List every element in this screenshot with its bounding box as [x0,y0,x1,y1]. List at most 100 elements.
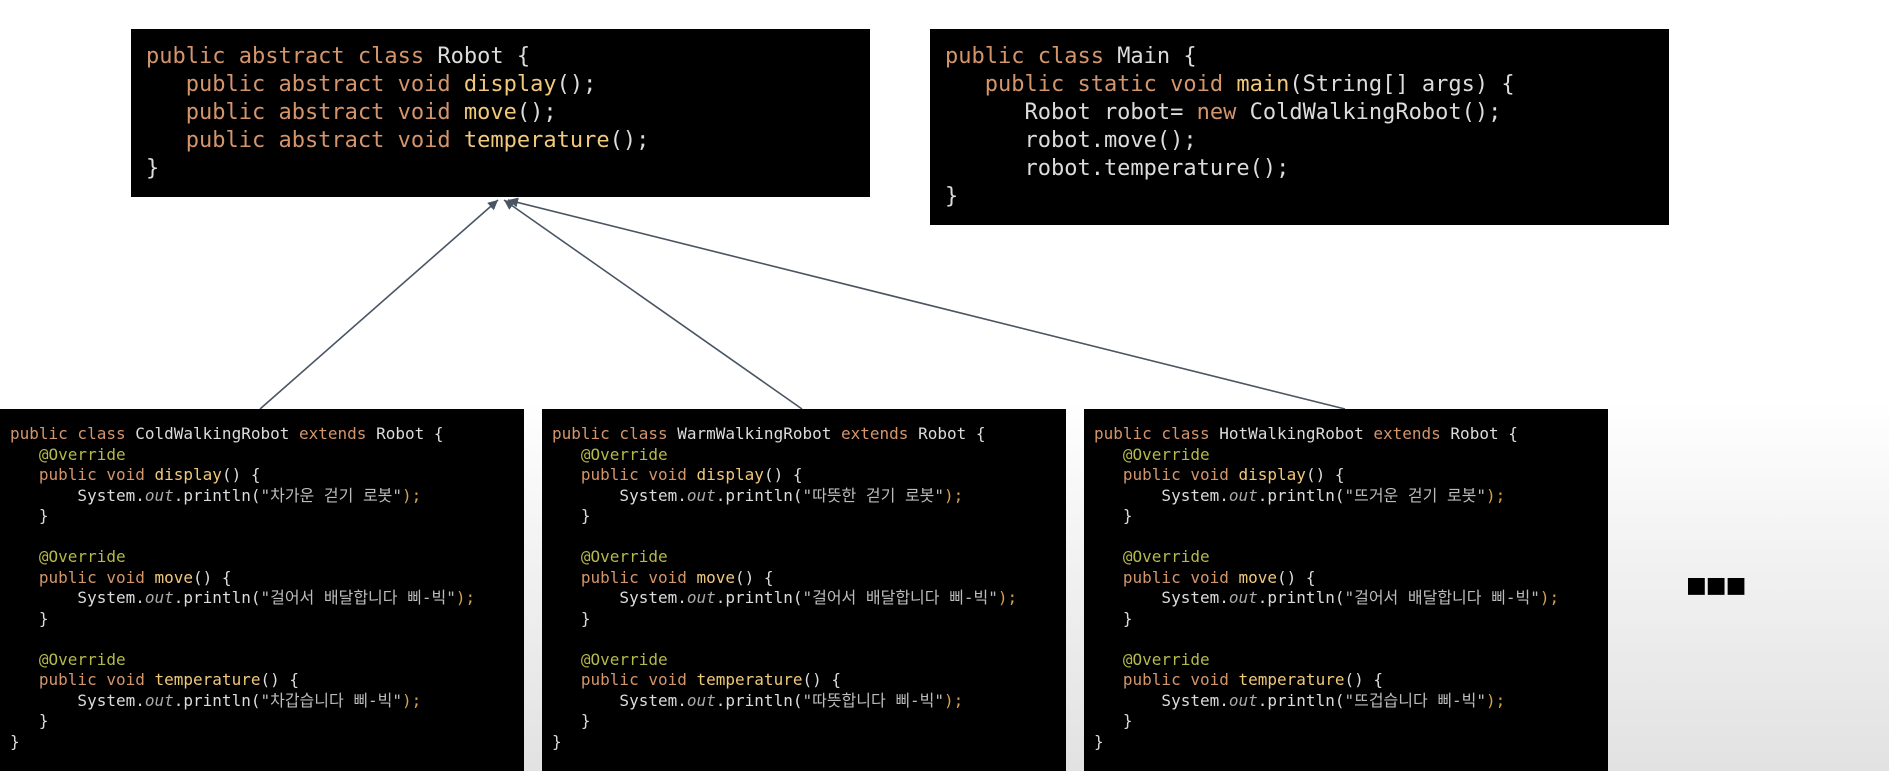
code-token: public void [552,567,697,587]
code-token: out [1228,485,1258,505]
code-line: System.out.println("뜨겁습니다 삐-빅"); [1094,691,1608,712]
code-token: } [10,608,49,628]
code-line: public void temperature() { [10,670,524,691]
code-line: System.out.println("뜨거운 걷기 로봇"); [1094,486,1608,507]
code-token: } [10,711,49,730]
code-line: System.out.println("따뜻한 걷기 로봇"); [552,486,1066,507]
code-line [10,629,524,650]
code-token: .println( [1257,690,1345,710]
code-token: () { [193,567,232,587]
code-token: "걸어서 배달합니다 삐-빅" [802,588,998,607]
code-token: .println( [173,690,261,710]
code-line: } [1094,506,1608,527]
code-token: ); [1486,690,1506,710]
code-token: public void [1094,670,1239,689]
code-line: public abstract void display(); [146,71,870,99]
code-line: @Override [10,547,524,568]
code-line: } [1094,711,1608,732]
code-line: System.out.println("따뜻합니다 삐-빅"); [552,691,1066,712]
code-token: main [1236,72,1290,97]
robot-class-box: public abstract class Robot { public abs… [131,29,870,197]
code-token: "차갑습니다 삐-빅" [260,690,403,710]
code-token: () { [802,670,841,689]
code-token: System. [552,690,687,710]
code-line: public void temperature() { [1094,670,1608,691]
code-token: robot.move(); [945,128,1197,153]
code-line: } [10,506,524,527]
code-line: System.out.println("차가운 걷기 로봇"); [10,486,524,507]
code-token: System. [1094,588,1229,607]
code-token: } [10,731,20,751]
code-line: System.out.println("걸어서 배달합니다 삐-빅"); [552,588,1066,609]
code-token: () { [763,465,803,484]
code-token: out [144,485,174,505]
code-token: public class [10,424,136,443]
code-token: } [552,608,591,628]
code-token: () { [735,567,774,587]
code-line: } [552,732,1066,753]
cold-walking-robot-box: public class ColdWalkingRobot extends Ro… [0,409,524,771]
code-token: (); [516,100,557,125]
code-token: move [1238,567,1278,587]
code-token: temperature [154,670,261,689]
code-line: public class ColdWalkingRobot extends Ro… [10,424,524,445]
code-token: out [686,485,716,505]
code-token: HotWalkingRobot [1219,424,1374,443]
code-token: display [696,465,764,484]
code-token: .println( [173,485,261,505]
code-token: System. [10,690,145,710]
code-token: } [1094,731,1104,751]
code-line: @Override [552,650,1066,671]
code-line: public void move() { [1094,568,1608,589]
code-token: Robot { [1450,424,1518,443]
code-token: move [154,567,194,587]
code-line: @Override [552,547,1066,568]
code-token: System. [10,588,145,607]
code-line: @Override [1094,650,1608,671]
code-token: public class [1094,424,1220,443]
code-line: public abstract void temperature(); [146,127,870,155]
code-line: public class WarmWalkingRobot extends Ro… [552,424,1066,445]
code-line [10,527,524,548]
code-token: @Override [552,444,668,464]
code-line [1094,527,1608,548]
code-line: } [146,155,870,183]
code-line: public void display() { [1094,465,1608,486]
code-token: extends [299,424,377,443]
code-token: @Override [10,547,126,566]
code-token: WarmWalkingRobot [677,424,841,443]
code-token: } [1094,608,1133,628]
code-token: Robot { [437,44,531,69]
code-line: public class Main { [945,43,1669,71]
code-line: } [10,609,524,630]
code-token: display [1238,465,1306,484]
code-token: temperature [463,128,610,153]
code-token: public void [10,670,155,689]
code-line [552,527,1066,548]
code-line: public void display() { [10,465,524,486]
code-token: extends [841,424,919,443]
code-token: "걸어서 배달합니다 삐-빅" [260,588,456,607]
code-token: @Override [10,649,126,669]
code-token: "따뜻합니다 삐-빅" [802,690,945,710]
code-token: out [686,690,716,710]
code-token: } [945,184,959,209]
code-line: System.out.println("차갑습니다 삐-빅"); [10,691,524,712]
code-token: @Override [552,547,668,566]
code-token: .println( [715,690,803,710]
code-line: } [552,711,1066,732]
code-token: "뜨겁습니다 삐-빅" [1344,690,1487,710]
code-token: } [1094,711,1133,730]
arrow-warm-to-robot [503,199,803,410]
code-line: public static void main(String[] args) { [945,71,1669,99]
code-token: (); [556,72,597,97]
code-line: @Override [1094,547,1608,568]
code-token: } [10,506,49,525]
code-token: System. [552,485,687,505]
code-line: } [10,711,524,732]
code-token: Robot { [376,424,444,443]
arrow-cold-to-robot [259,199,499,410]
code-token: robot.temperature(); [945,156,1290,181]
code-line: @Override [10,650,524,671]
code-token: @Override [552,649,668,669]
